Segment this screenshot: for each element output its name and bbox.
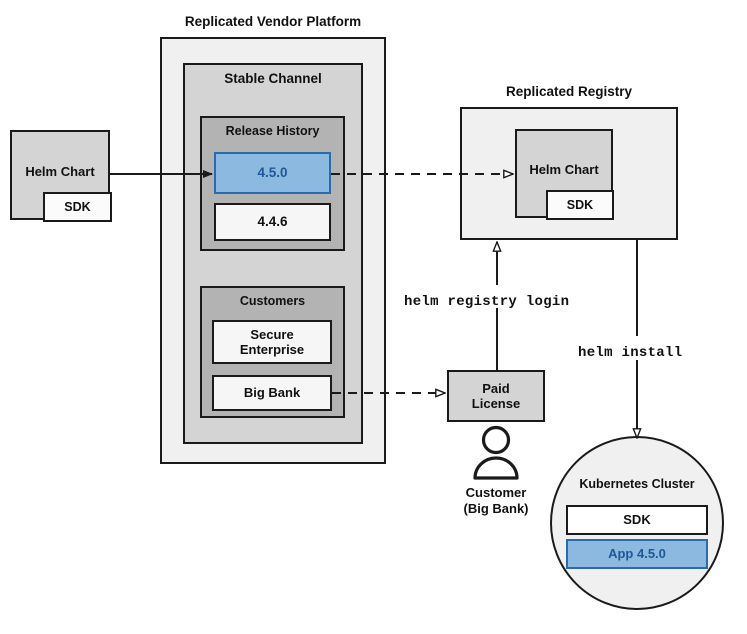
registry-helm-chart-label: Helm Chart xyxy=(529,162,599,177)
customer-actor-label-line1: Customer xyxy=(465,485,527,500)
cluster-sdk-label: SDK xyxy=(623,512,651,528)
customer-label-line1: Secure xyxy=(250,326,294,342)
registry-sdk-box[interactable]: SDK xyxy=(546,190,614,220)
cluster-sdk-box[interactable]: SDK xyxy=(566,505,708,535)
paid-license-line2: License xyxy=(471,396,521,411)
release-version-label: 4.5.0 xyxy=(257,165,288,181)
customer-label-line2: Enterprise xyxy=(239,342,305,357)
release-history-title: Release History xyxy=(225,124,320,138)
release-version-4-5-0[interactable]: 4.5.0 xyxy=(214,152,331,194)
stable-channel-title: Stable Channel xyxy=(224,71,322,86)
helm-install-label: helm install xyxy=(578,345,683,361)
cluster-app-box[interactable]: App 4.5.0 xyxy=(566,539,708,569)
customer-label-line1: Big Bank xyxy=(243,385,301,401)
release-version-label: 4.4.6 xyxy=(257,214,288,230)
helm-registry-login-label: helm registry login xyxy=(404,294,570,310)
customer-big-bank[interactable]: Big Bank xyxy=(212,375,332,411)
release-version-4-4-6[interactable]: 4.4.6 xyxy=(214,203,331,241)
paid-license-line1: Paid xyxy=(482,380,510,396)
source-sdk-label: SDK xyxy=(64,199,91,214)
platform-title: Replicated Vendor Platform xyxy=(184,14,362,29)
registry-title: Replicated Registry xyxy=(505,84,633,99)
registry-sdk-label: SDK xyxy=(566,197,594,212)
source-sdk-box[interactable]: SDK xyxy=(43,192,112,222)
cluster-app-label: App 4.5.0 xyxy=(608,546,666,562)
cluster-title: Kubernetes Cluster xyxy=(579,477,695,491)
paid-license-box[interactable]: Paid License xyxy=(447,370,545,422)
customer-secure-enterprise[interactable]: Secure Enterprise xyxy=(212,320,332,364)
person-icon xyxy=(473,425,519,480)
customers-title: Customers xyxy=(239,294,306,308)
customer-actor-label-line2: (Big Bank) xyxy=(463,501,529,516)
source-helm-chart-label: Helm Chart xyxy=(25,164,95,179)
